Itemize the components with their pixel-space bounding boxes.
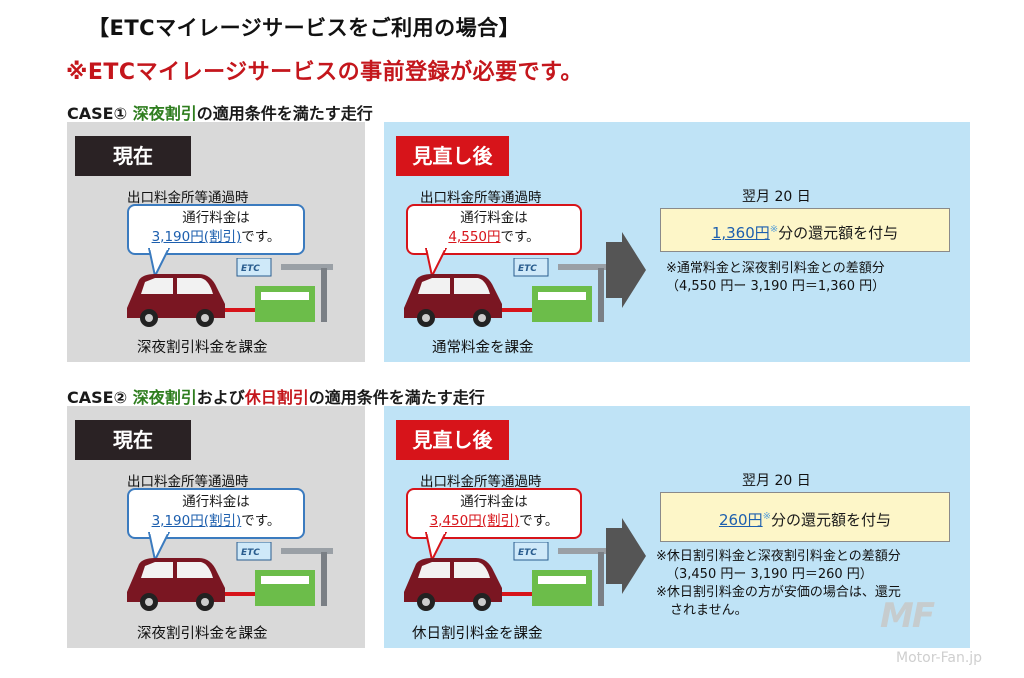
etc-sign: ETC: [241, 548, 260, 558]
case2-title: CASE② 深夜割引および休日割引の適用条件を満たす走行: [67, 388, 485, 407]
case1-current-panel: 現在 出口料金所等通過時 通行料金は 3,190円(割引)です。 ETC 深夜割…: [67, 122, 365, 362]
charge-caption: 深夜割引料金を課金: [137, 340, 268, 356]
fee-bubble: 通行料金は 4,550円です。: [406, 204, 582, 255]
bubble-tail: [424, 248, 448, 278]
car-toll-illustration: ETC: [127, 542, 333, 611]
arrow-right-icon: [606, 518, 646, 594]
revised-label: 見直し後: [396, 136, 509, 176]
fee-bubble: 通行料金は 3,190円(割引)です。: [127, 204, 305, 255]
exit-caption: 出口料金所等通過時: [420, 474, 542, 490]
exit-caption: 出口料金所等通過時: [127, 190, 249, 206]
fee-amount-line: 3,450円(割引)です。: [429, 513, 559, 529]
etc-sign: ETC: [518, 264, 537, 274]
etc-sign: ETC: [518, 548, 537, 558]
note-line: ※通常料金と深夜割引料金との差額分: [666, 261, 885, 276]
fee-line: 通行料金は: [460, 494, 528, 510]
case1-title: CASE① 深夜割引の適用条件を満たす走行: [67, 104, 373, 123]
rebate-box: 1,360円※分の還元額を付与: [660, 208, 950, 252]
case1-revised-panel: 見直し後 出口料金所等通過時 通行料金は 4,550円です。 ETC 通常料金を…: [384, 122, 970, 362]
case2-current-panel: 現在 出口料金所等通過時 通行料金は 3,190円(割引)です。 ETC 深夜割…: [67, 406, 365, 648]
charge-caption: 通常料金を課金: [432, 340, 534, 356]
bubble-tail: [147, 248, 171, 278]
rebate-date: 翌月 20 日: [742, 473, 811, 489]
car-toll-illustration: ETC: [404, 258, 610, 327]
note-line: （3,450 円ー 3,190 円＝260 円）: [666, 567, 873, 582]
arrow-right-icon: [606, 232, 646, 308]
fee-amount-line: 3,190円(割引)です。: [151, 229, 281, 245]
revised-label: 見直し後: [396, 420, 509, 460]
note-line: ※休日割引料金と深夜割引料金との差額分: [656, 549, 901, 564]
note-line: （4,550 円ー 3,190 円＝1,360 円）: [666, 279, 886, 294]
charge-caption: 深夜割引料金を課金: [137, 626, 268, 642]
etc-sign: ETC: [241, 264, 260, 274]
charge-caption: 休日割引料金を課金: [412, 626, 543, 642]
current-label: 現在: [75, 136, 191, 176]
car-toll-illustration: ETC: [127, 258, 333, 327]
case2-revised-panel: 見直し後 出口料金所等通過時 通行料金は 3,450円(割引)です。 ETC 休…: [384, 406, 970, 648]
bubble-tail: [424, 532, 448, 562]
note-line: ※休日割引料金の方が安価の場合は、還元: [656, 585, 901, 600]
rebate-date: 翌月 20 日: [742, 189, 811, 205]
bubble-tail: [147, 532, 171, 562]
registration-notice: ※ETCマイレージサービスの事前登録が必要です。: [66, 60, 583, 85]
motorfan-logo: MF: [880, 596, 935, 636]
fee-line: 通行料金は: [182, 210, 250, 226]
watermark-site: Motor-Fan.jp: [896, 650, 983, 666]
page-heading: 【ETCマイレージサービスをご利用の場合】: [88, 16, 521, 40]
fee-line: 通行料金は: [182, 494, 250, 510]
fee-line: 通行料金は: [460, 210, 528, 226]
fee-bubble: 通行料金は 3,190円(割引)です。: [127, 488, 305, 539]
exit-caption: 出口料金所等通過時: [127, 474, 249, 490]
rebate-box: 260円※分の還元額を付与: [660, 492, 950, 542]
exit-caption: 出口料金所等通過時: [420, 190, 542, 206]
fee-amount-line: 4,550円です。: [448, 229, 540, 245]
current-label: 現在: [75, 420, 191, 460]
car-toll-illustration: ETC: [404, 542, 610, 611]
fee-bubble: 通行料金は 3,450円(割引)です。: [406, 488, 582, 539]
fee-amount-line: 3,190円(割引)です。: [151, 513, 281, 529]
note-line: されません。: [670, 603, 748, 618]
